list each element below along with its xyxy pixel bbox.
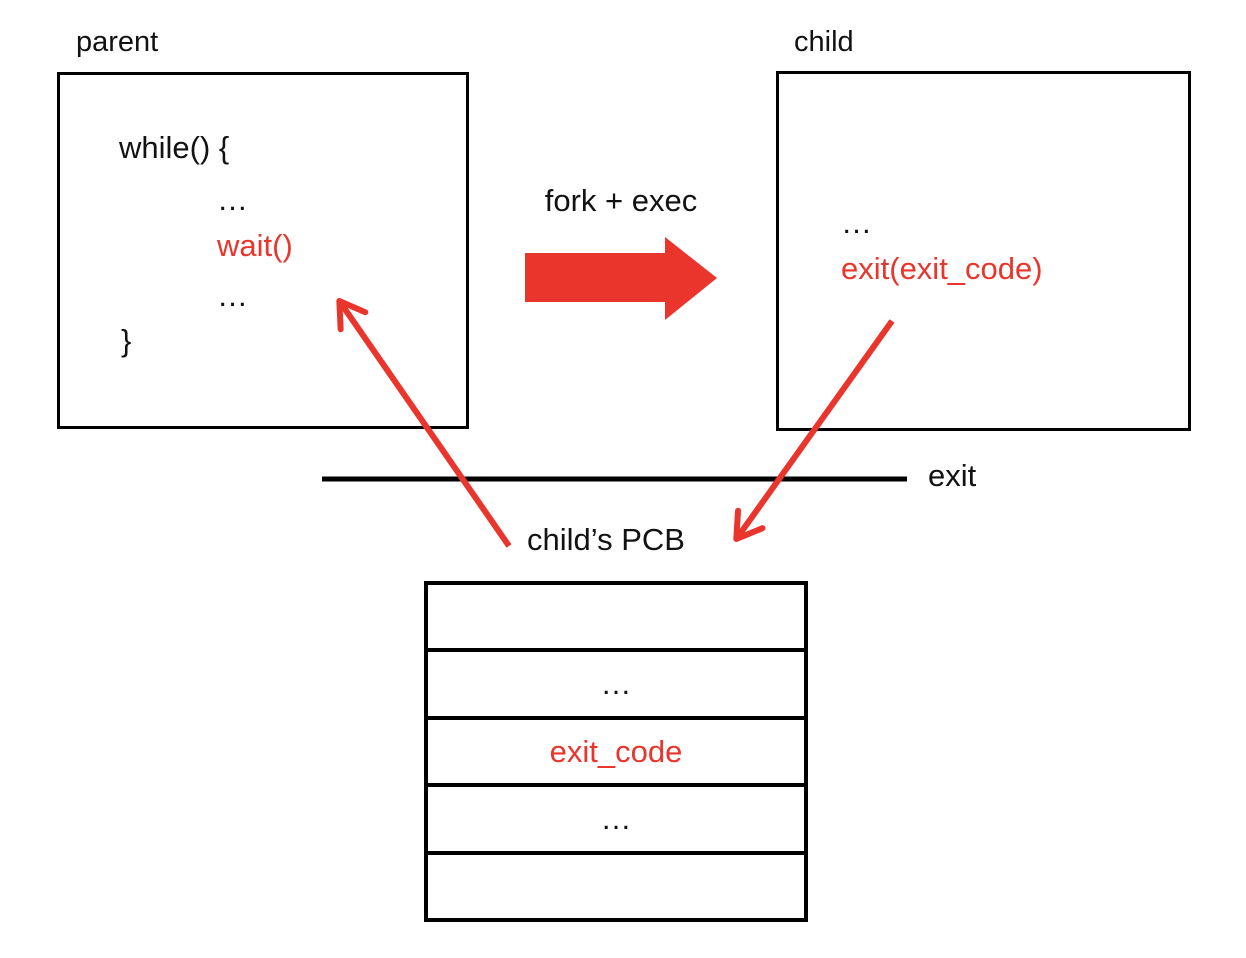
parent-label: parent bbox=[76, 26, 159, 58]
pcb-label: child’s PCB bbox=[527, 522, 685, 557]
fork-exec-block-arrow-icon bbox=[525, 237, 717, 320]
parent-code-closing-brace: } bbox=[121, 323, 132, 358]
parent-code-ellipsis-2: … bbox=[217, 278, 248, 313]
pcb-table: … exit_code … bbox=[424, 581, 808, 922]
child-code-ellipsis: … bbox=[841, 205, 872, 240]
exit-boundary-label: exit bbox=[928, 458, 977, 493]
pcb-row-2: … bbox=[428, 652, 804, 720]
pcb-row-4: … bbox=[428, 787, 804, 855]
pcb-row-exit-code: exit_code bbox=[428, 720, 804, 788]
child-code-exit-call: exit(exit_code) bbox=[841, 251, 1043, 286]
parent-code-ellipsis-1: … bbox=[217, 182, 248, 217]
parent-code-while: while() { bbox=[119, 130, 230, 165]
fork-exec-label: fork + exec bbox=[544, 183, 698, 218]
child-label: child bbox=[794, 26, 854, 58]
parent-code-wait-call: wait() bbox=[217, 228, 293, 263]
pcb-row-5 bbox=[428, 855, 804, 918]
pcb-row-1 bbox=[428, 585, 804, 653]
